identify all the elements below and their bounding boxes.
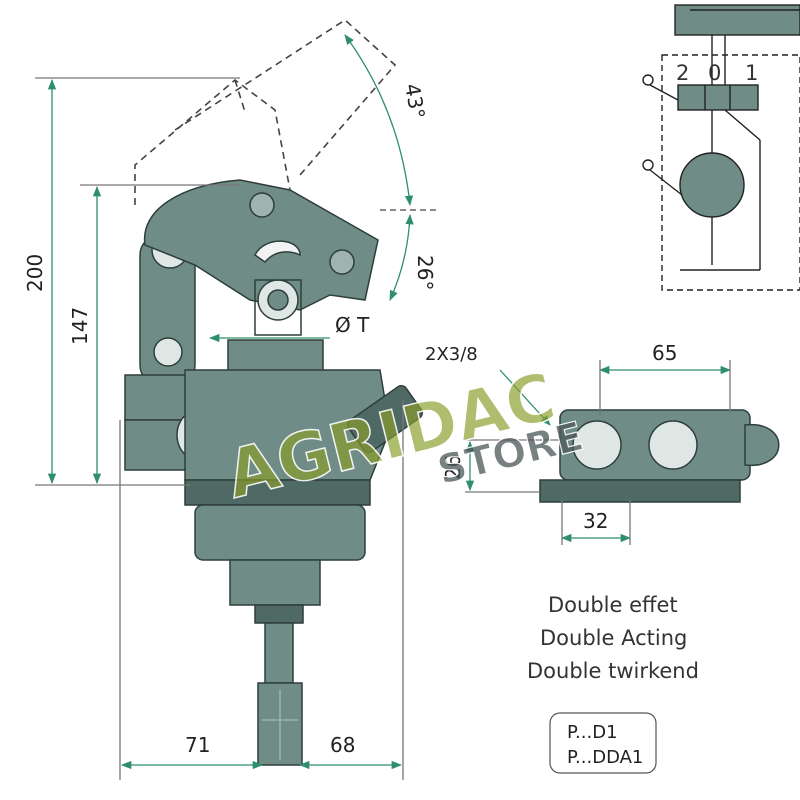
model-code-2: P...DDA1 — [567, 747, 643, 768]
dimension-lines — [35, 34, 732, 780]
angle-26: 26° — [413, 255, 437, 290]
dimension-68: 68 — [330, 733, 355, 757]
dimension-26: 26 — [441, 455, 465, 480]
dimension-32: 32 — [583, 509, 608, 533]
port-view — [539, 409, 780, 503]
port-thread-label: 2X3/8 — [425, 344, 478, 365]
dimension-71: 71 — [185, 733, 210, 757]
model-code-box — [549, 712, 657, 774]
angle-43: 43° — [400, 82, 430, 121]
description-english: Double Acting — [540, 626, 687, 650]
schematic-position-1: 1 — [745, 61, 758, 85]
dimension-65: 65 — [652, 341, 677, 365]
description-french: Double effet — [548, 593, 678, 617]
ghost-handle-outline — [134, 18, 397, 205]
schematic-position-2: 2 — [676, 61, 689, 85]
port-diameter-label: Ø T — [335, 313, 370, 337]
pump-body — [124, 179, 423, 766]
schematic-position-0: 0 — [708, 61, 721, 85]
hydraulic-schematic — [642, 4, 800, 291]
model-code-1: P...D1 — [567, 722, 618, 743]
dimension-147: 147 — [68, 307, 92, 345]
description-dutch: Double twirkend — [527, 659, 699, 683]
dimension-200: 200 — [23, 254, 47, 292]
